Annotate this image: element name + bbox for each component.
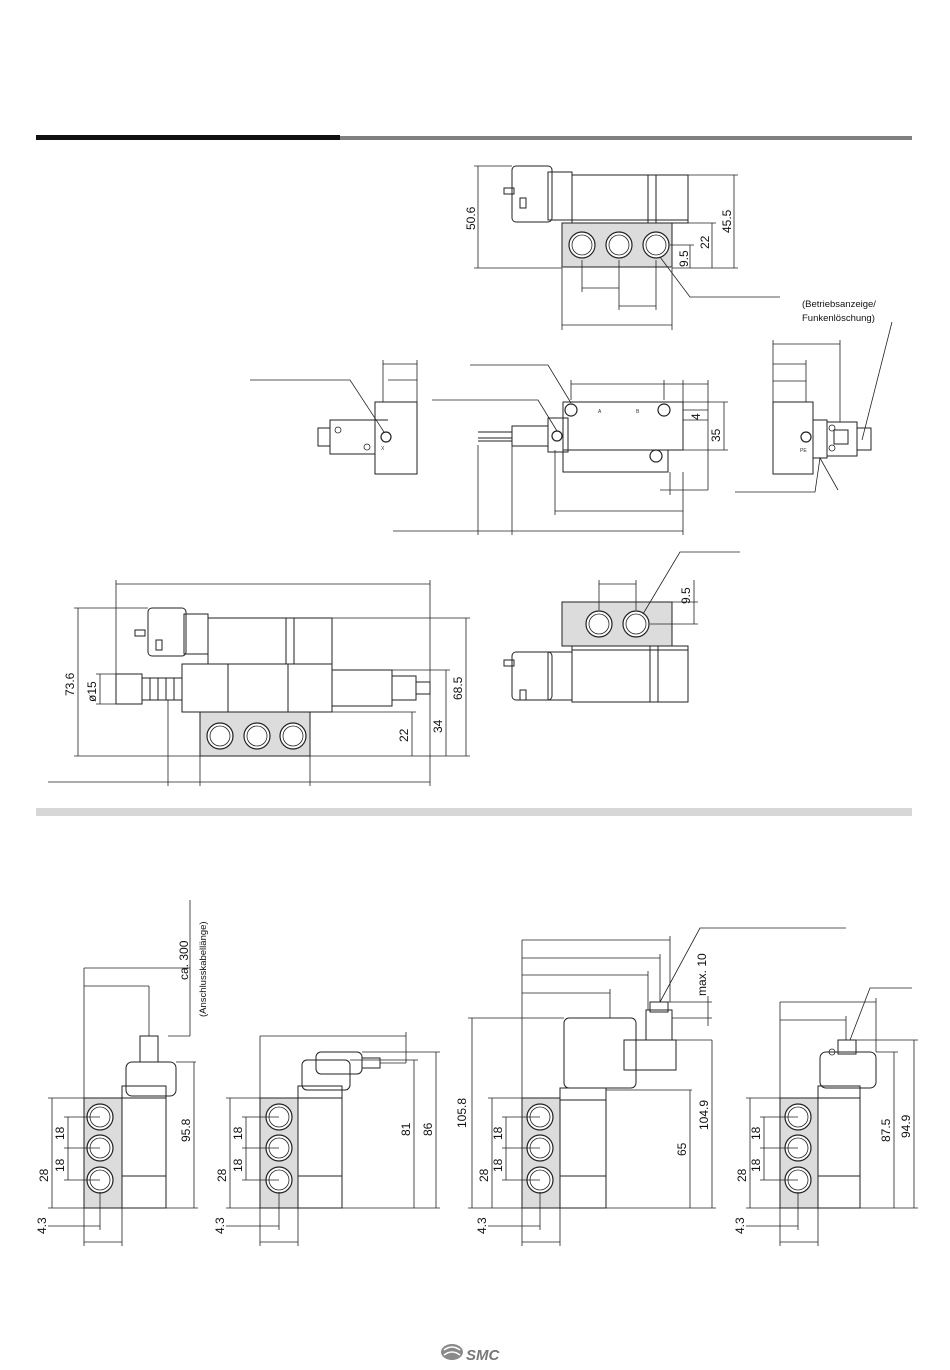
dim-22-top: 22 bbox=[698, 235, 712, 249]
dim-34: 34 bbox=[431, 719, 445, 733]
dim-bv2-18a: 18 bbox=[231, 1126, 245, 1140]
mid-center-top-view bbox=[393, 365, 728, 535]
dim-bv4-18a: 18 bbox=[749, 1126, 763, 1140]
mark-b: B bbox=[636, 409, 640, 415]
mark-pe: PE bbox=[800, 448, 807, 454]
dim-bv1-18a: 18 bbox=[53, 1126, 67, 1140]
dim-bv3-18a: 18 bbox=[491, 1126, 505, 1140]
dim-bv1-18b: 18 bbox=[53, 1158, 67, 1172]
dim-bv3-4-3: 4.3 bbox=[475, 1217, 489, 1234]
mid-left-side-view bbox=[250, 360, 417, 474]
lower-left-long-view bbox=[48, 580, 470, 786]
dim-50-6: 50.6 bbox=[464, 206, 478, 230]
section-divider-bar bbox=[36, 808, 912, 816]
dim-45-5: 45.5 bbox=[720, 209, 734, 233]
mark-x: X bbox=[381, 446, 385, 452]
header-bar-grey bbox=[340, 136, 912, 140]
note-betriebsanzeige: (Betriebsanzeige/ bbox=[802, 299, 876, 310]
dim-73-6: 73.6 bbox=[63, 672, 77, 696]
note-funkenloeschung: Funkenlöschung) bbox=[802, 313, 875, 324]
bottom-view-2 bbox=[226, 1032, 440, 1246]
dim-9-5-top: 9.5 bbox=[677, 250, 691, 267]
lower-right-view bbox=[504, 552, 740, 702]
cable-length-note: (Anschlusskabellänge) bbox=[198, 921, 209, 1017]
dim-bv4-4-3: 4.3 bbox=[733, 1217, 747, 1234]
top-front-view bbox=[474, 166, 780, 330]
dim-bv4-18b: 18 bbox=[749, 1158, 763, 1172]
dim-bv2-86: 86 bbox=[421, 1122, 435, 1136]
dim-4: 4 bbox=[689, 413, 703, 420]
dim-bv3-105-8: 105.8 bbox=[455, 1098, 469, 1128]
smc-logo bbox=[441, 1344, 463, 1360]
dim-9-5-lower: 9.5 bbox=[679, 587, 693, 604]
dim-bv1-28: 28 bbox=[37, 1168, 51, 1182]
dim-22-lower: 22 bbox=[397, 728, 411, 742]
dim-bv1-95-8: 95.8 bbox=[179, 1118, 193, 1142]
header-bar-dark bbox=[36, 135, 340, 140]
dim-bv3-65: 65 bbox=[675, 1142, 689, 1156]
mark-a: A bbox=[598, 409, 602, 415]
dim-bv1-cable: ca. 300 bbox=[177, 940, 191, 980]
dim-35: 35 bbox=[709, 428, 723, 442]
dim-bv1-4-3: 4.3 bbox=[35, 1217, 49, 1234]
dim-bv3-28: 28 bbox=[477, 1168, 491, 1182]
dim-bv2-4-3: 4.3 bbox=[213, 1217, 227, 1234]
bottom-view-4 bbox=[746, 988, 918, 1246]
dim-bv3-18b: 18 bbox=[491, 1158, 505, 1172]
dim-bv3-104-9: 104.9 bbox=[697, 1100, 711, 1130]
brand-name: SMC bbox=[466, 1347, 501, 1364]
dim-bv2-28: 28 bbox=[215, 1168, 229, 1182]
bottom-view-1 bbox=[48, 900, 198, 1246]
dim-bv4-87-5: 87.5 bbox=[879, 1118, 893, 1142]
dim-bv3-max10: max. 10 bbox=[695, 953, 709, 996]
dim-d15: ø15 bbox=[85, 681, 99, 702]
dim-bv2-18b: 18 bbox=[231, 1158, 245, 1172]
dim-bv4-28: 28 bbox=[735, 1168, 749, 1182]
dim-bv4-94-9: 94.9 bbox=[899, 1114, 913, 1138]
dim-bv2-81: 81 bbox=[399, 1122, 413, 1136]
mid-right-side-view bbox=[735, 322, 892, 492]
dim-68-5: 68.5 bbox=[451, 676, 465, 700]
